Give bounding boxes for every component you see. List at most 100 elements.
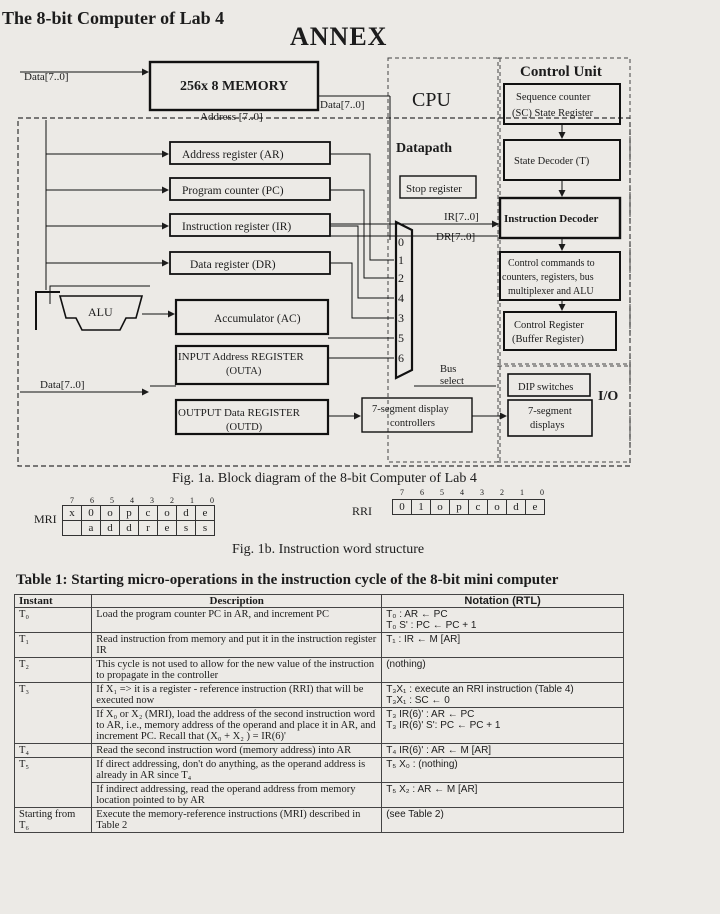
- rtl-cell: T₁ : IR ← M [AR]: [381, 632, 624, 658]
- mux-input: 1: [398, 253, 404, 267]
- mux-input: 4: [398, 291, 404, 305]
- ctrl-reg-1: Control Register: [514, 320, 584, 331]
- ctrl-cmd-1: Control commands to: [508, 258, 595, 269]
- bit-cell: d: [100, 520, 120, 536]
- seq-counter-1: Sequence counter: [516, 92, 591, 103]
- bit-number: 1: [190, 496, 194, 505]
- mri-row-address: a d d r e s s: [62, 520, 215, 536]
- mri-label: MRI: [34, 512, 57, 526]
- rtl-cell: T₅ X₀ : (nothing): [381, 757, 624, 783]
- description-cell: If indirect addressing, read the operand…: [91, 782, 383, 808]
- mux-inputs: 0 1 2 4 3 5 6: [398, 235, 404, 365]
- instant-cell: T₂: [13, 657, 93, 683]
- dip-switches: DIP switches: [518, 382, 573, 393]
- bit-cell: 1: [411, 499, 431, 515]
- bit-cell: o: [157, 505, 177, 521]
- instant-cell: T₀: [13, 607, 93, 633]
- ctrl-cmd-2: counters, registers, bus: [502, 272, 594, 283]
- rtl-line: T₀ S' : PC ← PC + 1: [386, 620, 477, 631]
- outd-line2: (OUTD): [226, 422, 263, 433]
- rtl-cell: (see Table 2): [381, 807, 624, 833]
- table-row: T₅ If direct addressing, don't do anythi…: [13, 757, 624, 808]
- alu-label: ALU: [88, 305, 113, 319]
- instant-cell: T₄: [13, 743, 93, 758]
- data-out-label: Data[7..0]: [320, 99, 365, 111]
- rtl-cell: T₄ IR(6)' : AR ← M [AR]: [381, 743, 624, 758]
- seg-disp-1: 7-segment: [528, 406, 572, 417]
- memory-label: 256x 8 MEMORY: [180, 79, 288, 94]
- block-diagram: 256x 8 MEMORY Data[7..0] Data[7..0] Addr…: [17, 57, 631, 486]
- bit-cell: [62, 520, 82, 536]
- io-label: I/O: [598, 389, 618, 404]
- address-bus-label: Address [7..0]: [200, 111, 263, 123]
- description-cell: This cycle is not used to allow for the …: [91, 657, 383, 683]
- bit-number: 6: [90, 496, 94, 505]
- bit-number: 0: [210, 496, 214, 505]
- ctrl-cmd-3: multiplexer and ALU: [508, 286, 594, 297]
- description-cell: If X₁ => it is a register - reference in…: [91, 682, 383, 708]
- bus-select-1: Bus: [440, 364, 456, 375]
- ctrl-reg-2: (Buffer Register): [512, 334, 584, 345]
- bit-number: 4: [460, 488, 464, 497]
- instant-cell: Starting from T₆: [13, 807, 93, 833]
- bit-cell: r: [138, 520, 158, 536]
- bit-cell: d: [119, 520, 139, 536]
- description-cell: If direct addressing, don't do anything,…: [91, 757, 383, 783]
- rtl-line: T₀ : AR ← PC: [386, 609, 448, 620]
- bit-cell: o: [100, 505, 120, 521]
- state-decoder: State Decoder (T): [514, 156, 590, 167]
- rri-bit-numbers: 7 6 5 4 3 2 1 0: [392, 488, 552, 497]
- column-header: Notation (RTL): [381, 594, 624, 608]
- seg-ctrl-1: 7-segment display: [372, 404, 449, 415]
- bit-number: 5: [110, 496, 114, 505]
- bit-cell: d: [506, 499, 526, 515]
- micro-ops-table: Instant Description Notation (RTL) T₀ Lo…: [13, 594, 624, 833]
- bit-cell: e: [525, 499, 545, 515]
- fig1b-caption: Fig. 1b. Instruction word structure: [232, 542, 425, 557]
- table-row: Starting from T₆ Execute the memory-refe…: [13, 807, 624, 833]
- rtl-line: (see Table 2): [386, 809, 444, 820]
- table-row: If X₀ or X₂ (MRI), load the address of t…: [15, 707, 624, 744]
- data-left-label: Data[7..0]: [40, 379, 85, 391]
- bit-cell: d: [176, 505, 196, 521]
- bit-number: 3: [150, 496, 154, 505]
- bit-cell: p: [449, 499, 469, 515]
- bit-cell: p: [119, 505, 139, 521]
- mux-input: 5: [398, 331, 404, 345]
- column-header: Description: [91, 594, 383, 608]
- bit-cell: s: [195, 520, 215, 536]
- table-row: T₃ If X₁ => it is a register - reference…: [13, 682, 624, 744]
- ac-register: Accumulator (AC): [214, 313, 301, 325]
- bit-number: 0: [540, 488, 544, 497]
- annex-heading: ANNEX: [290, 22, 388, 51]
- bit-number: 2: [500, 488, 504, 497]
- dr-bus-label: DR[7..0]: [436, 231, 475, 243]
- bit-number: 2: [170, 496, 174, 505]
- table-row: T₀ Load the program counter PC in AR, an…: [13, 607, 624, 633]
- data-in-label: Data[7..0]: [24, 71, 69, 83]
- stop-register: Stop register: [406, 183, 462, 195]
- description-cell: Read the second instruction word (memory…: [91, 743, 383, 758]
- bit-cell: x: [62, 505, 82, 521]
- rtl-line: (nothing): [386, 659, 426, 670]
- instant-cell: T₃: [13, 682, 93, 744]
- rtl-line: T₁ : IR ← M [AR]: [386, 634, 461, 645]
- rtl-line: T₅ X₀ : (nothing): [386, 759, 458, 770]
- rri-word: 0 1 o p c o d e: [392, 499, 545, 515]
- datapath-label: Datapath: [396, 141, 452, 156]
- description-cell: Execute the memory-reference instruction…: [91, 807, 383, 833]
- mux-input: 3: [398, 311, 404, 325]
- bit-cell: 0: [81, 505, 101, 521]
- fig1a-caption: Fig. 1a. Block diagram of the 8-bit Comp…: [172, 471, 477, 486]
- rtl-line: T₃ IR(6)' : AR ← PC: [386, 709, 475, 720]
- rtl-cell: T₃ IR(6)' : AR ← PC T₃ IR(6)' S': PC ← P…: [381, 707, 624, 744]
- bus-select-2: select: [440, 376, 464, 387]
- outa-line1: INPUT Address REGISTER: [178, 351, 304, 363]
- cpu-label: CPU: [412, 89, 451, 111]
- bit-number: 4: [130, 496, 134, 505]
- mri-bit-numbers: 7 6 5 4 3 2 1 0: [62, 496, 222, 505]
- outa-line2: (OUTA): [226, 366, 262, 377]
- description-cell: Read instruction from memory and put it …: [91, 632, 383, 658]
- bit-cell: e: [195, 505, 215, 521]
- bit-number: 6: [420, 488, 424, 497]
